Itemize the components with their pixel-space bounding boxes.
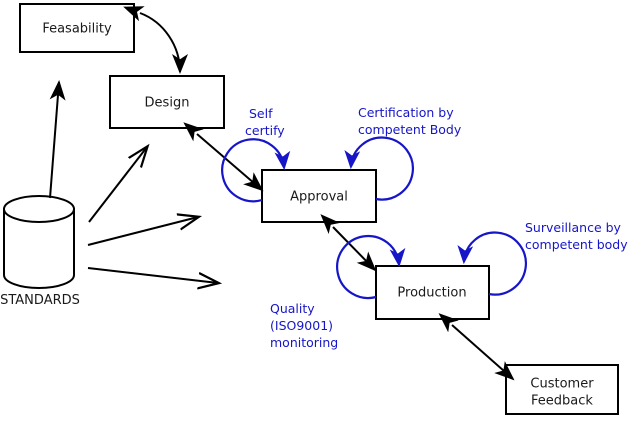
edge-feasability-design — [123, 6, 188, 74]
annotation-surveillance-by-competent-body: Surveillance by competent body — [525, 220, 628, 252]
loop-approval-self-certify-arc — [221, 138, 291, 203]
node-standards-label: STANDARDS — [0, 293, 80, 308]
node-production-label: Production — [397, 286, 466, 301]
node-production[interactable]: Production — [375, 265, 490, 320]
annotation-self-certify-line2: certify — [245, 123, 285, 138]
node-design-box — [109, 75, 225, 129]
annotation-self-certify: Self certify — [245, 106, 285, 138]
edge-standards-design-line — [88, 147, 147, 223]
edge-approval-production — [320, 214, 377, 272]
node-customer-feedback[interactable]: Customer Feedback — [505, 364, 619, 415]
edge-production-customer-feedback-line — [438, 313, 515, 381]
edge-standards-approval-line — [87, 217, 198, 246]
edge-design-approval-line — [183, 122, 264, 192]
node-design-label: Design — [145, 96, 190, 111]
loop-approval-certification — [344, 136, 414, 201]
edge-standards-design — [88, 147, 147, 223]
node-standards-cylinder-top — [3, 195, 75, 223]
node-approval[interactable]: Approval — [261, 169, 377, 223]
node-customer-feedback-label-line2: Feedback — [531, 394, 593, 409]
loop-production-quality-arc — [336, 234, 406, 300]
annotation-certification-line1: Certification by — [358, 105, 454, 120]
node-approval-box — [261, 169, 377, 223]
edge-feasability-design-line — [123, 6, 188, 74]
node-customer-feedback-box — [505, 364, 619, 415]
node-standards[interactable]: STANDARDS — [0, 195, 80, 308]
annotation-quality-line1: Quality — [270, 301, 315, 316]
annotation-certification-line2: competent Body — [358, 122, 462, 137]
loop-approval-certification-arc — [344, 136, 414, 201]
annotation-quality-line3: monitoring — [270, 335, 338, 350]
node-customer-feedback-label-line1: Customer — [530, 377, 594, 392]
edge-standards-feasability — [49, 80, 66, 199]
annotation-quality-line2: (ISO9001) — [270, 318, 333, 333]
edge-production-customer-feedback — [438, 313, 515, 381]
annotation-surveillance-line2: competent body — [525, 237, 628, 252]
annotation-quality-iso9001-monitoring: Quality (ISO9001) monitoring — [270, 301, 338, 350]
node-design[interactable]: Design — [109, 75, 225, 129]
loop-production-quality — [336, 234, 406, 300]
edge-standards-approval — [87, 217, 198, 246]
edge-approval-production-line — [320, 214, 377, 272]
node-feasability[interactable]: Feasability — [19, 3, 135, 53]
annotation-surveillance-line1: Surveillance by — [525, 220, 622, 235]
edge-standards-feasability-line — [49, 80, 66, 199]
edge-standards-production — [87, 267, 218, 283]
node-approval-label: Approval — [290, 190, 348, 205]
annotation-self-certify-line1: Self — [249, 106, 273, 121]
node-production-box — [375, 265, 490, 320]
edge-design-approval — [183, 122, 264, 192]
loop-production-surveillance — [457, 231, 527, 296]
annotation-certification-by-competent-body: Certification by competent Body — [358, 105, 462, 137]
loop-approval-self-certify — [221, 138, 291, 203]
node-feasability-label: Feasability — [42, 22, 112, 37]
node-feasability-box — [19, 3, 135, 53]
edge-standards-production-line — [87, 267, 218, 283]
node-standards-cylinder-body — [3, 208, 75, 289]
loop-production-surveillance-arc — [457, 231, 527, 296]
